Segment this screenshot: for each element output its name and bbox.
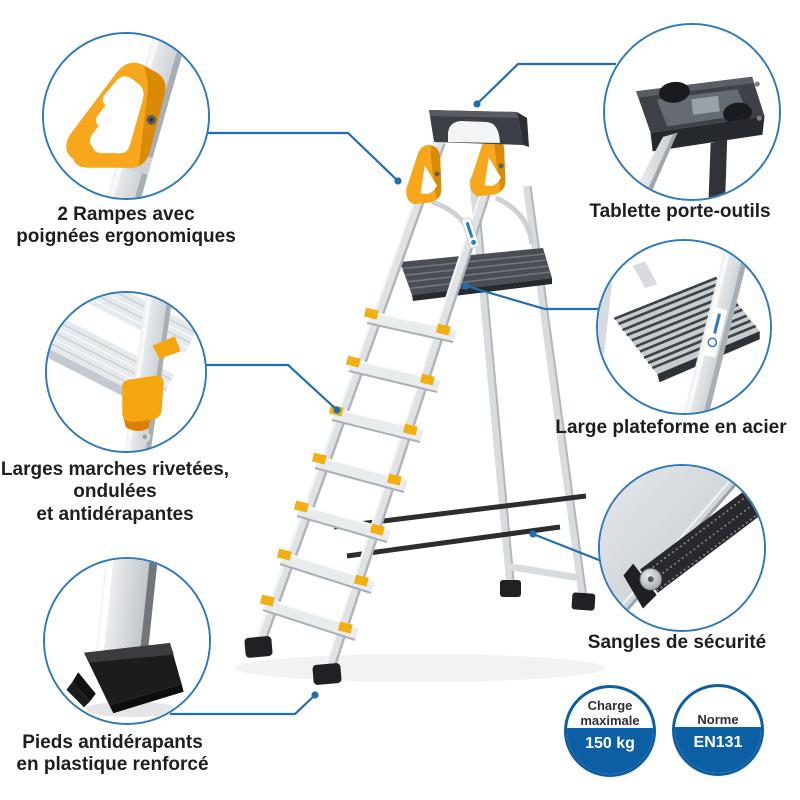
badge-norm-value: EN131 (675, 726, 761, 773)
safety-strap (346, 524, 561, 559)
ladder-steps (259, 307, 458, 641)
ladder-handle-right (470, 136, 506, 197)
ladder-tool-tray (429, 110, 529, 147)
callout-photo-feet (43, 557, 211, 725)
callout-label-steps: Larges marches rivetées, ondulées et ant… (0, 459, 230, 525)
callout-photo-platform (596, 239, 772, 415)
callout-photo-tray (603, 23, 781, 201)
connector-line-tray (476, 62, 616, 105)
badge-max-load-value: 150 kg (567, 727, 653, 774)
callout-label-handles: 2 Rampes avec poignées ergonomiques (8, 204, 244, 249)
callout-photo-straps (598, 464, 766, 632)
rear-rung (505, 562, 581, 582)
connector-line-steps (206, 363, 338, 411)
connector-lines (170, 62, 616, 716)
connector-line-straps (532, 532, 605, 564)
connector-line-handles (208, 131, 399, 182)
ladder-feet (244, 580, 596, 685)
badge-max-load: Charge maximale 150 kg (564, 685, 656, 777)
ladder-platform (400, 248, 552, 301)
callout-photo-handles (42, 32, 210, 200)
callout-label-handles-line1: 2 Rampes avec (57, 204, 195, 225)
callout-label-handles-line2: poignées ergonomiques (16, 226, 236, 248)
callout-label-platform: Large plateforme en acier (555, 417, 787, 438)
brand-label (461, 217, 480, 249)
connector-dots (311, 100, 537, 699)
ladder-handle-left (406, 144, 442, 205)
badge-norm: Norme EN131 (672, 684, 764, 776)
badge-max-load-title: Charge maximale (580, 698, 640, 728)
badge-norm-title: Norme (697, 711, 739, 727)
callout-label-tray: Tablette porte-outils (589, 201, 771, 222)
ladder-illustration (244, 110, 596, 685)
connector-line-platform (465, 284, 599, 311)
floor-shadow (235, 654, 605, 682)
callout-photo-steps (45, 291, 207, 453)
connector-line-feet (170, 694, 316, 716)
callout-label-feet: Pieds antidérapants en plastique renforc… (16, 732, 209, 776)
callout-label-straps: Sangles de sécurité (587, 632, 767, 653)
